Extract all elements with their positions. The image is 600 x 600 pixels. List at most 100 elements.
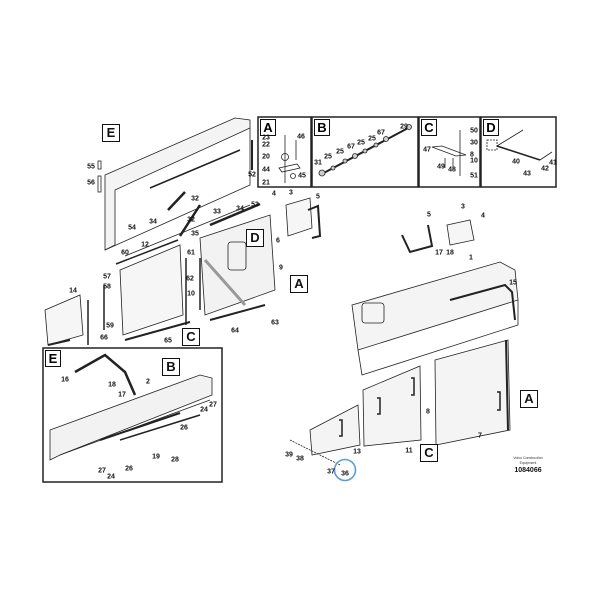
callout: 12 [141,241,149,249]
callout: 35 [191,230,199,238]
callout: 39 [285,451,293,459]
inset-d-frame [480,116,557,188]
callout: 11 [405,447,413,455]
callout: 32 [187,216,195,224]
callout: 23 [262,134,270,142]
callout: 10 [187,290,195,298]
callout: 26 [180,424,188,432]
inset-d-title: D [483,119,499,136]
callout: 42 [541,165,549,173]
callout: 27 [98,467,106,475]
callout: 7 [478,432,482,440]
callout: 50 [470,127,478,135]
callout-highlighted-36[interactable]: 36 [341,470,349,478]
ref-c-right: C [420,444,438,462]
callout: 28 [171,456,179,464]
callout: 25 [368,135,376,143]
callout: 59 [106,322,114,330]
inset-c-title: C [421,119,437,136]
callout: 16 [61,376,69,384]
callout: 63 [271,319,279,327]
ref-c-left: C [182,328,200,346]
callout: 3 [289,189,293,197]
callout: 55 [87,163,95,171]
callout: 52 [248,171,256,179]
callout: 13 [353,448,361,456]
callout: 45 [298,172,306,180]
callout: 64 [231,327,239,335]
callout: 24 [107,473,115,481]
callout: 38 [296,455,304,463]
inset-b-frame [311,116,419,188]
callout: 51 [470,172,478,180]
callout: 19 [152,453,160,461]
ref-a-right: A [520,390,538,408]
callout: 54 [128,224,136,232]
callout: 6 [276,237,280,245]
callout: 58 [103,283,111,291]
callout: 49 [437,163,445,171]
callout: 4 [481,212,485,220]
callout: 25 [324,153,332,161]
callout: 26 [125,465,133,473]
callout: 25 [336,148,344,156]
callout: 15 [509,279,517,287]
callout: 3 [461,203,465,211]
callout: 9 [279,264,283,272]
highlight-circle-part-36 [333,458,357,482]
brand-text: Volvo Construction Equipment [513,456,543,465]
callout: 62 [186,275,194,283]
callout: 33 [213,208,221,216]
callout: 61 [187,249,195,257]
ref-e-top: E [102,124,120,142]
callout: 17 [118,391,126,399]
callout: 40 [512,158,520,166]
callout: 34 [149,218,157,226]
callout: 20 [262,153,270,161]
callout: 53 [251,201,259,209]
callout: 31 [314,159,322,167]
callout: 4 [272,190,276,198]
inset-e-frame [42,347,223,483]
callout: 14 [69,287,77,295]
callout: 65 [164,337,172,345]
callout: 8 [426,408,430,416]
callout: 29 [400,123,408,131]
callout: 34 [236,205,244,213]
callout: 10 [470,157,478,165]
callout: 67 [347,143,355,151]
callout: 30 [470,139,478,147]
callout: 48 [448,166,456,174]
callout: 5 [316,193,320,201]
inset-a-frame [257,116,312,188]
callout: 2 [146,378,150,386]
callout: 1 [469,254,473,262]
callout: 60 [121,249,129,257]
callout: 56 [87,179,95,187]
callout: 57 [103,273,111,281]
callout: 37 [327,468,335,476]
callout: 66 [100,334,108,342]
callout: 18 [108,381,116,389]
ref-d: D [246,229,264,247]
drawing-number: 1084066 [514,467,542,474]
callout: 41 [549,159,557,167]
callout: 21 [262,179,270,187]
callout: 67 [377,129,385,137]
inset-a-title: A [260,119,276,136]
inset-e-title: E [45,350,61,367]
callout: 17 [435,249,443,257]
inset-b-title: B [314,119,330,136]
inset-c-frame [418,116,481,188]
callout: 18 [446,249,454,257]
callout: 44 [262,166,270,174]
callout: 47 [423,146,431,154]
callout: 25 [357,139,365,147]
callout: 32 [191,195,199,203]
callout: 22 [262,141,270,149]
callout: 43 [523,170,531,178]
ref-a-left: A [290,275,308,293]
ref-b: B [162,358,180,376]
